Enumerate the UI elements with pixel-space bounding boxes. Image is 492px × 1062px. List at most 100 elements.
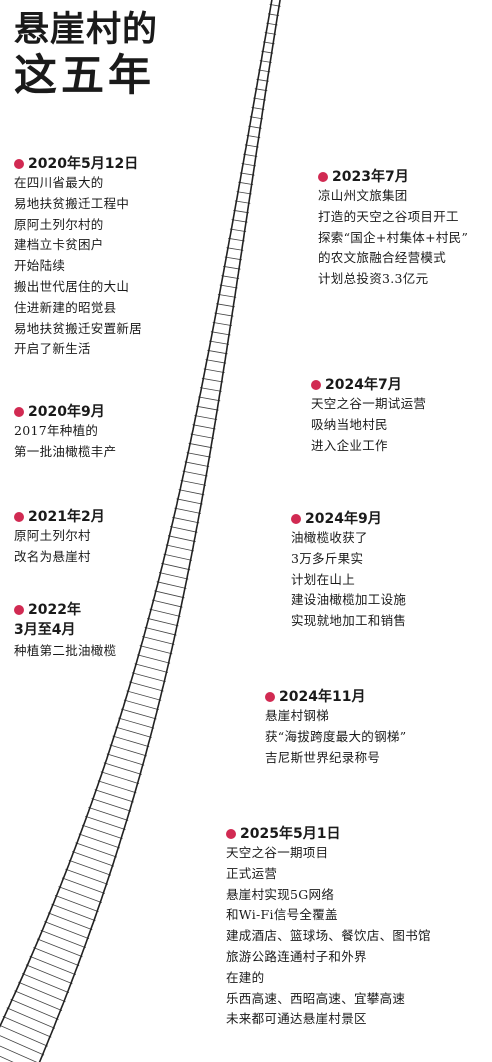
ladder-rung <box>88 807 129 821</box>
event-text-line: 易地扶贫搬迁工程中 <box>14 195 130 211</box>
timeline-dot <box>14 159 24 169</box>
event-date-text: 2024年7月 <box>325 377 402 393</box>
event-date: 2021年2月 <box>14 508 264 526</box>
timeline-dot <box>318 172 328 182</box>
event-text-line: 悬崖村钢梯 <box>265 708 330 723</box>
ladder-rung <box>234 200 251 204</box>
ladder-rung <box>6 1007 56 1029</box>
ladder-rung <box>112 735 150 748</box>
ladder-rung <box>241 163 256 167</box>
ladder-rung <box>167 535 196 543</box>
ladder-rung <box>33 947 80 967</box>
ladder-rung <box>198 396 221 402</box>
event-date-line-2: 3月至4月 <box>14 622 76 638</box>
ladder-rung <box>182 470 208 477</box>
ladder-rung <box>78 833 120 849</box>
ladder-rung <box>174 507 201 514</box>
ladder-rung <box>0 1035 45 1056</box>
event-2021-02: 2021年2月 原阿土列尔村 改名为悬崖村 <box>14 508 264 568</box>
event-text-line: 获“海拔跨度最大的钢梯” <box>265 728 407 744</box>
ladder-rung <box>238 181 254 185</box>
ladder-rung <box>154 590 185 599</box>
event-2024-11: 2024年11月 悬崖村钢梯 获“海拔跨度最大的钢梯” 吉尼斯世界纪录称号 <box>265 688 492 768</box>
ladder-rung <box>205 359 227 364</box>
ladder-rung <box>68 859 112 876</box>
ladder-rung <box>163 553 193 561</box>
ladder-rung <box>219 284 238 289</box>
event-text-line: 未来都可通达悬崖村景区 <box>226 1011 367 1027</box>
ladder-rung <box>192 424 216 430</box>
event-text-line: 打造的天空之谷项目开工 <box>318 208 459 224</box>
ladder-rung <box>190 433 215 439</box>
event-text-line: 原阿土列尔村的 <box>14 216 104 232</box>
event-text-line: 3万多斤果实 <box>291 550 364 566</box>
ladder-rung <box>217 294 237 298</box>
event-date: 2020年5月12日 <box>14 155 264 173</box>
event-text-line: 旅游公路连通村子和外界 <box>226 948 367 964</box>
ladder-rung <box>81 824 123 840</box>
event-text-line: 吸纳当地村民 <box>311 416 388 432</box>
event-date: 2024年11月 <box>265 688 492 706</box>
ladder-rung <box>100 771 140 785</box>
ladder-rung <box>180 480 207 486</box>
timeline-dot <box>14 512 24 522</box>
event-text-line: 悬崖村实现5G网络 <box>226 886 335 902</box>
event-text-line: 天空之谷一期试运营 <box>311 396 427 411</box>
ladder-rung <box>236 191 252 195</box>
ladder-rung <box>233 209 249 214</box>
ladder-rung <box>25 964 73 985</box>
timeline-dot <box>226 829 236 839</box>
ladder-right-rail <box>0 0 273 1028</box>
ladder-rung <box>47 912 93 931</box>
ladder-rung <box>18 981 66 1003</box>
event-date-text: 2023年7月 <box>332 169 409 185</box>
ladder-rung <box>29 955 76 976</box>
event-text-line: 改名为悬崖村 <box>14 548 91 564</box>
ladder-rung <box>36 938 83 958</box>
ladder-rung <box>231 219 248 223</box>
ladder-rung <box>75 842 117 858</box>
ladder-rung <box>176 498 203 505</box>
ladder-rung <box>199 387 222 392</box>
event-text-line: 建成酒店、篮球场、餐饮店、图书馆 <box>226 928 431 944</box>
event-date-text: 2020年5月12日 <box>28 156 139 172</box>
event-text-line: 第一批油橄榄丰产 <box>14 443 117 459</box>
ladder-rung <box>186 452 211 458</box>
ladder-rung <box>201 377 224 383</box>
ladder-rung <box>0 1055 14 1062</box>
ladder-rung <box>165 544 194 552</box>
ladder-rung <box>239 172 255 176</box>
event-text-line: 和Wi-Fi信号全覆盖 <box>226 907 338 923</box>
ladder-rung <box>51 903 96 922</box>
ladder-left-rail <box>38 0 281 1062</box>
event-2023-07: 2023年7月 凉山州文旅集团 打造的天空之谷项目开工 探索“国企+村集体+村民… <box>318 168 492 290</box>
event-date: 2024年7月 <box>311 376 492 394</box>
event-text-line: 油橄榄收获了 <box>291 530 368 545</box>
event-text-line: 乐西高速、西昭高速、宜攀高速 <box>226 990 406 1006</box>
timeline-dot <box>14 407 24 417</box>
ladder-rung <box>94 789 134 803</box>
ladder-rung <box>209 340 230 345</box>
title-line-1: 悬崖村的 <box>14 9 159 50</box>
event-text-line: 住进新建的昭觉县 <box>14 299 117 315</box>
ladder-rung <box>2 1016 52 1038</box>
title-line-2: 这五年 <box>14 51 155 101</box>
ladder-rung <box>123 699 160 711</box>
event-date-text: 2024年9月 <box>305 511 382 527</box>
ladder-rung <box>216 303 235 308</box>
ladder-rung <box>131 672 166 683</box>
ladder-rung <box>188 442 213 449</box>
ladder-rung <box>106 753 145 766</box>
ladder-rung <box>243 153 258 157</box>
ladder-rung <box>40 929 86 949</box>
ladder-rung <box>212 322 232 326</box>
event-text-line: 开始陆续 <box>14 258 66 274</box>
event-text-line: 进入企业工作 <box>311 437 388 453</box>
ladder-rung <box>210 331 231 336</box>
ladder-rung <box>115 726 152 738</box>
event-date-text: 2021年2月 <box>28 509 105 525</box>
ladder-rung <box>0 1024 48 1047</box>
ladder-rung <box>134 663 169 673</box>
event-date: 2024年9月 <box>291 510 492 528</box>
